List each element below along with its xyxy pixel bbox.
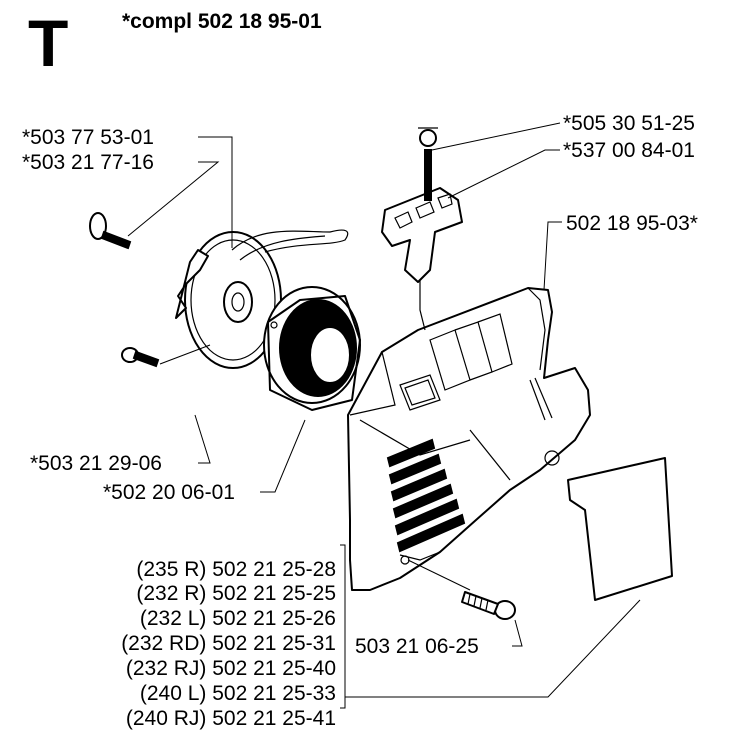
label-502-20-06-01: *502 20 06-01 bbox=[103, 481, 235, 504]
label-537-00-84-01: *537 00 84-01 bbox=[563, 139, 695, 162]
label-503-21-77-16: *503 21 77-16 bbox=[22, 151, 154, 174]
cover-variant-list: (235 R) 502 21 25-28 (232 R) 502 21 25-2… bbox=[121, 558, 336, 730]
cover-variant: (232 RD) 502 21 25-31 bbox=[121, 632, 336, 655]
leader-lines bbox=[127, 122, 641, 709]
label-503-77-53-01: *503 77 53-01 bbox=[22, 126, 154, 149]
assembly-header: *compl 502 18 95-01 bbox=[122, 10, 322, 33]
decal-drawing bbox=[567, 457, 673, 601]
cover-variant: (232 L) 502 21 25-26 bbox=[140, 607, 336, 630]
cover-variant: (240 L) 502 21 25-33 bbox=[140, 682, 336, 705]
recoil-spring-drawing bbox=[263, 286, 361, 411]
cover-variant: (235 R) 502 21 25-28 bbox=[136, 558, 336, 581]
label-502-18-95-03: 502 18 95-03* bbox=[566, 212, 698, 235]
cover-variant: (232 RJ) 502 21 25-40 bbox=[126, 657, 336, 680]
starter-handle-drawing bbox=[381, 127, 463, 331]
label-503-21-29-06: *503 21 29-06 bbox=[30, 452, 162, 475]
section-letter: T bbox=[28, 6, 68, 80]
starter-housing-drawing bbox=[347, 287, 591, 591]
rope-pulley-drawing bbox=[89, 212, 349, 369]
cover-variant: (240 RJ) 502 21 25-41 bbox=[126, 707, 336, 730]
cover-screw-drawing bbox=[461, 591, 516, 620]
label-503-21-06-25: 503 21 06-25 bbox=[355, 635, 479, 658]
label-505-30-51-25: *505 30 51-25 bbox=[563, 112, 695, 135]
cover-variant: (232 R) 502 21 25-25 bbox=[136, 582, 336, 605]
